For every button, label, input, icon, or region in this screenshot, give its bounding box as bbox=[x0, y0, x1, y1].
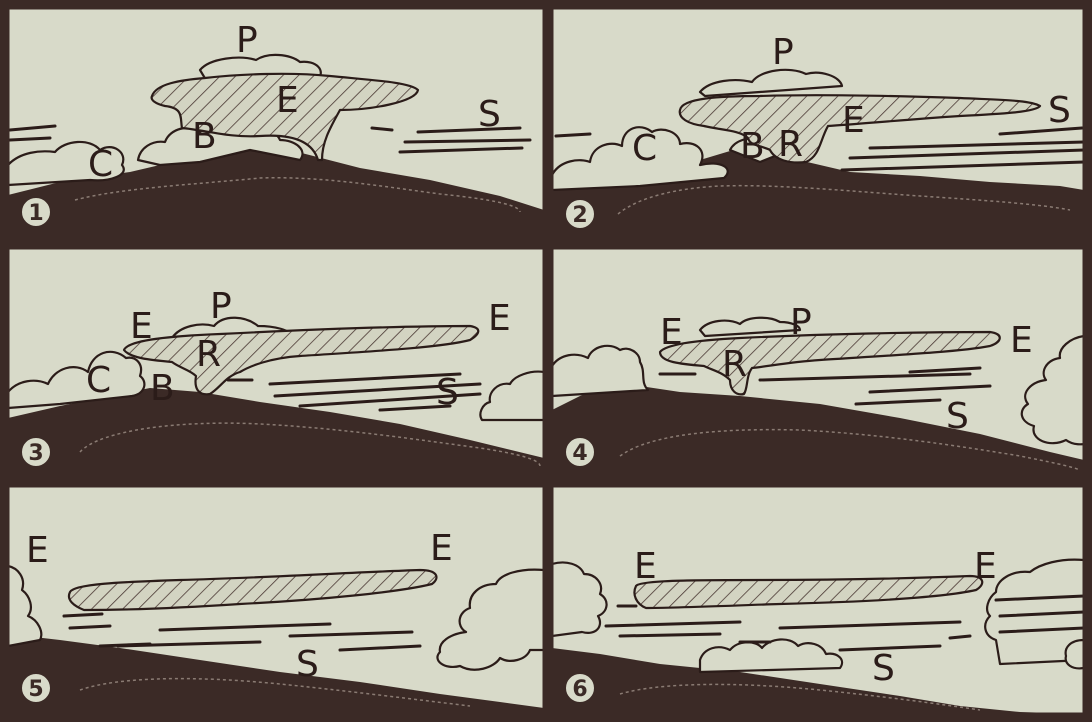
panel-1: P E B C S 1 bbox=[8, 8, 544, 240]
label-s: S bbox=[1048, 90, 1071, 131]
label-c: C bbox=[88, 144, 113, 185]
label-e: E bbox=[488, 298, 511, 339]
label-e: E bbox=[634, 546, 657, 587]
panel-number: 2 bbox=[572, 203, 587, 228]
label-c: C bbox=[632, 128, 657, 169]
label-s: S bbox=[436, 372, 459, 413]
panel-2: P E B R C S 2 bbox=[552, 8, 1084, 240]
label-e: E bbox=[130, 306, 153, 347]
label-b: B bbox=[740, 126, 765, 167]
panel-6: E E S 6 bbox=[552, 486, 1084, 714]
panel-number: 5 bbox=[28, 677, 43, 702]
label-r: R bbox=[722, 344, 747, 385]
label-b: B bbox=[192, 116, 217, 157]
label-e: E bbox=[842, 100, 865, 141]
label-e: E bbox=[1010, 320, 1033, 361]
label-r: R bbox=[778, 124, 803, 165]
label-s: S bbox=[296, 644, 319, 685]
panel-number: 6 bbox=[572, 677, 587, 702]
panel-3: E P E R C B S 3 bbox=[8, 248, 544, 478]
label-b: B bbox=[150, 368, 175, 409]
panel-number: 4 bbox=[572, 441, 587, 466]
label-e: E bbox=[974, 546, 997, 587]
label-e: E bbox=[660, 312, 683, 353]
panel-5: E E S 5 bbox=[8, 486, 544, 714]
label-e: E bbox=[276, 80, 299, 121]
label-s: S bbox=[478, 94, 501, 135]
label-e: E bbox=[26, 530, 49, 571]
panel-4: E P E R S 4 bbox=[552, 248, 1084, 478]
label-s: S bbox=[872, 648, 895, 689]
label-p: P bbox=[236, 20, 258, 61]
label-p: P bbox=[772, 32, 794, 73]
label-c: C bbox=[86, 360, 111, 401]
panel-number: 1 bbox=[28, 201, 43, 226]
label-r: R bbox=[196, 334, 221, 375]
label-e: E bbox=[430, 528, 453, 569]
label-p: P bbox=[210, 286, 232, 327]
label-p: P bbox=[790, 302, 812, 343]
label-s: S bbox=[946, 396, 969, 437]
panel-number: 3 bbox=[28, 441, 43, 466]
